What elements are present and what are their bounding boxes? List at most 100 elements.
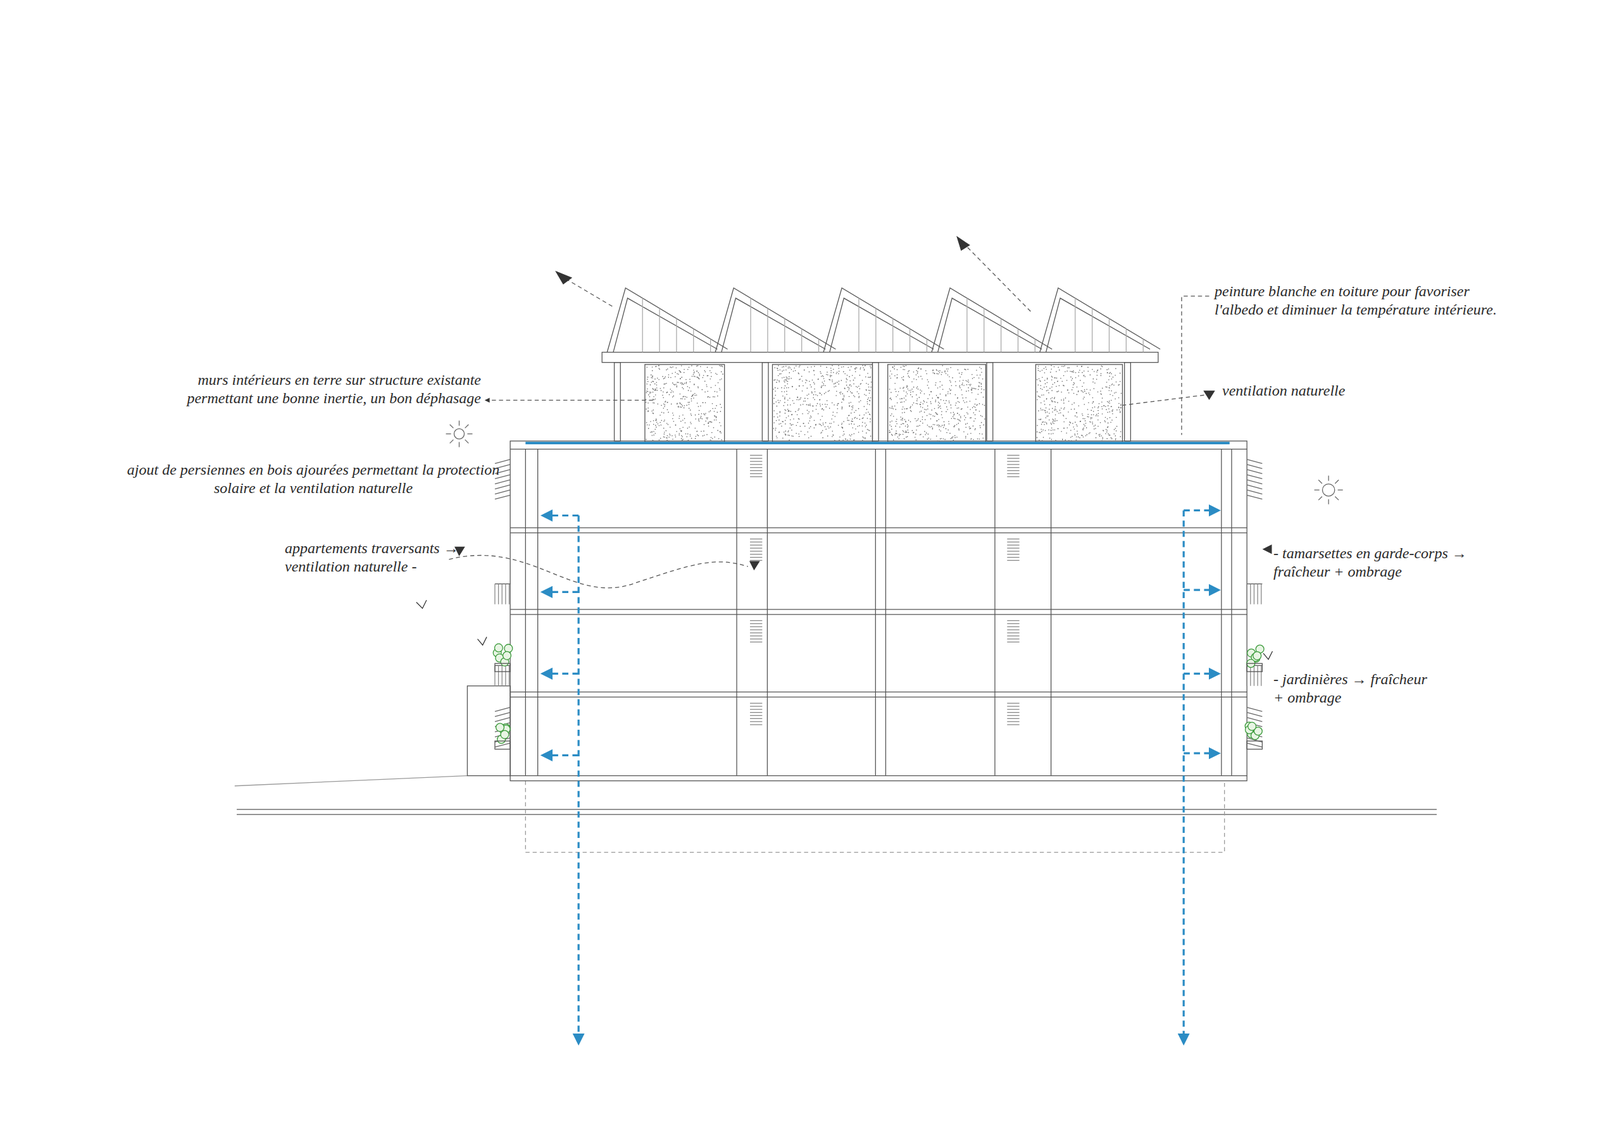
earth-texture	[896, 432, 898, 435]
earth-texture	[786, 380, 788, 382]
earth-texture	[977, 393, 980, 395]
earth-texture	[1037, 365, 1040, 368]
earth-texture	[869, 389, 871, 392]
earth-texture	[929, 413, 931, 415]
earth-texture	[1093, 428, 1095, 430]
earth-texture	[974, 428, 976, 430]
earth-texture	[663, 427, 665, 430]
earth-texture	[867, 376, 869, 378]
earth-texture	[1070, 422, 1072, 424]
earth-texture	[1120, 403, 1122, 406]
roof-rafter	[858, 298, 859, 352]
earth-texture	[1106, 427, 1109, 429]
earth-texture	[924, 401, 926, 403]
earth-texture	[1103, 430, 1105, 432]
earth-texture	[822, 430, 824, 432]
earth-texture	[1084, 391, 1086, 393]
earth-texture	[1068, 367, 1071, 369]
earth-texture	[787, 367, 790, 369]
earth-texture	[906, 436, 909, 438]
earth-texture	[936, 413, 938, 416]
earth-texture	[774, 367, 776, 369]
earth-texture	[1046, 411, 1049, 413]
earth-texture	[865, 382, 868, 385]
earth-texture	[1106, 437, 1108, 440]
earth-texture	[709, 370, 711, 372]
earth-texture	[851, 408, 853, 411]
earth-texture	[1083, 370, 1085, 372]
earth-texture	[650, 381, 652, 383]
earth-texture	[801, 375, 803, 378]
earth-texture	[1082, 428, 1084, 430]
earth-texture	[913, 378, 915, 380]
earth-texture	[981, 422, 983, 424]
earth-texture	[788, 410, 790, 413]
earth-texture	[951, 377, 954, 379]
earth-texture	[667, 409, 669, 411]
earth-texture	[648, 427, 650, 430]
earth-texture	[981, 382, 983, 385]
earth-texture	[720, 378, 723, 380]
earth-texture	[941, 411, 943, 413]
earth-texture	[1044, 403, 1046, 406]
earth-texture	[949, 388, 951, 390]
earth-texture	[824, 384, 826, 387]
earth-texture	[924, 431, 926, 433]
earth-texture	[657, 423, 659, 425]
earth-texture	[847, 367, 849, 369]
earth-texture	[1061, 381, 1063, 383]
earth-texture	[919, 403, 921, 406]
earth-texture	[656, 387, 658, 389]
slab	[510, 775, 1247, 776]
earth-texture	[956, 418, 959, 421]
earth-texture	[673, 420, 675, 423]
earth-texture	[784, 396, 786, 399]
earth-texture	[1042, 409, 1044, 411]
earth-texture	[944, 403, 946, 405]
earth-texture	[1093, 387, 1095, 390]
earth-texture	[778, 381, 780, 383]
earth-texture	[891, 405, 894, 407]
earth-texture	[675, 383, 677, 385]
earth-texture	[961, 384, 963, 386]
earth-texture	[720, 432, 722, 434]
earth-texture	[850, 435, 852, 437]
earth-texture	[1075, 377, 1077, 379]
earth-texture	[717, 412, 719, 414]
earth-texture	[958, 386, 961, 388]
earth-texture	[846, 419, 849, 421]
earth-texture	[832, 434, 835, 437]
earth-texture	[962, 379, 964, 382]
earth-texture	[1055, 401, 1057, 403]
earth-texture	[943, 427, 945, 429]
earth-texture	[899, 387, 901, 389]
earth-texture	[655, 394, 657, 396]
earth-texture	[1060, 412, 1062, 414]
earth-texture	[681, 439, 683, 442]
earth-texture	[922, 436, 925, 438]
earth-texture	[663, 436, 666, 438]
earth-texture	[779, 369, 781, 371]
roof-rafter	[1143, 339, 1144, 353]
earth-texture	[667, 391, 669, 394]
earth-texture	[1045, 407, 1047, 409]
earth-texture	[1073, 371, 1075, 373]
roof-rafter	[1074, 298, 1076, 352]
earth-texture	[890, 391, 892, 394]
earth-texture	[653, 434, 655, 437]
earth-texture	[927, 384, 929, 387]
earth-texture	[1037, 395, 1040, 397]
earth-texture	[835, 386, 837, 388]
earth-texture	[658, 365, 660, 367]
earth-texture	[791, 386, 794, 388]
earth-texture	[965, 426, 967, 428]
earth-texture	[706, 418, 709, 420]
earth-texture	[1083, 374, 1085, 376]
earth-texture	[687, 368, 689, 371]
earth-texture	[784, 430, 787, 432]
earth-texture	[788, 434, 790, 437]
earth-texture	[910, 410, 913, 413]
earth-texture	[911, 381, 913, 383]
earth-texture	[844, 438, 847, 440]
earth-texture	[894, 388, 897, 390]
